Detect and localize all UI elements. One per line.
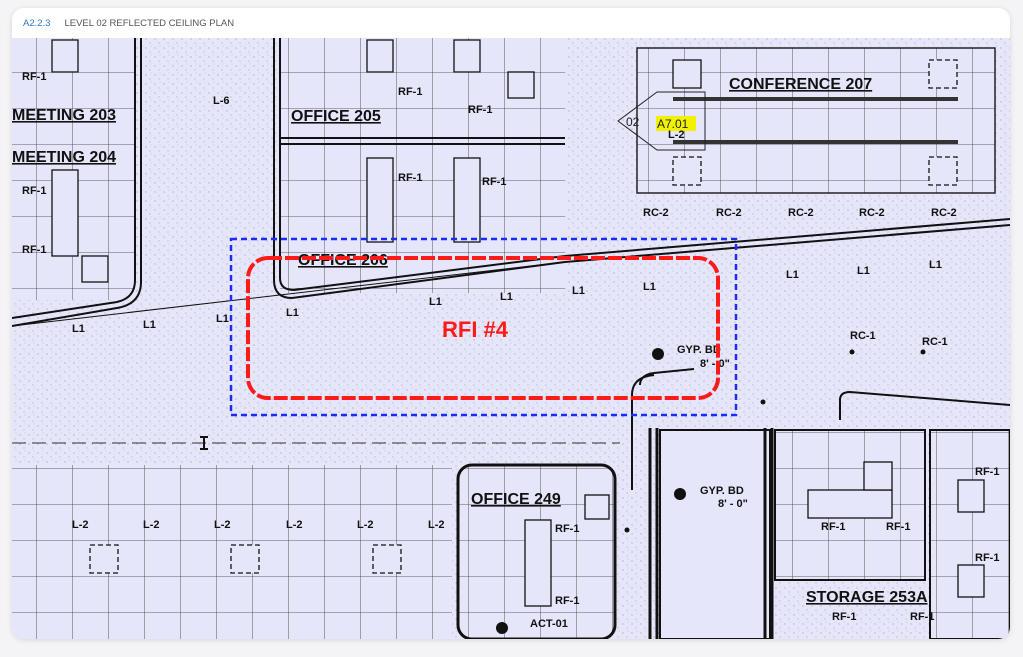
- room-label-meeting-203: MEETING 203: [12, 107, 116, 124]
- svg-text:RF-1: RF-1: [975, 466, 999, 478]
- svg-text:RF-1: RF-1: [886, 521, 910, 533]
- svg-text:8' - 0": 8' - 0": [718, 498, 748, 510]
- svg-text:L-2: L-2: [214, 519, 231, 531]
- ceiling-plan[interactable]: 02 A7.01 L-2 CONFERENCE 207 MEETING 203 …: [12, 38, 1010, 639]
- svg-text:L1: L1: [786, 269, 799, 281]
- svg-text:RF-1: RF-1: [832, 611, 856, 623]
- svg-text:L-2: L-2: [428, 519, 445, 531]
- svg-text:L1: L1: [429, 296, 442, 308]
- svg-text:L-2: L-2: [286, 519, 303, 531]
- sheet-header: A2.2.3 LEVEL 02 REFLECTED CEILING PLAN: [12, 8, 1010, 39]
- room-label-office-205: OFFICE 205: [291, 108, 381, 125]
- svg-text:L1: L1: [643, 281, 656, 293]
- svg-text:RF-1: RF-1: [910, 611, 934, 623]
- room-label-meeting-204: MEETING 204: [12, 149, 116, 166]
- svg-text:RC-2: RC-2: [716, 207, 742, 219]
- svg-text:RF-1: RF-1: [975, 552, 999, 564]
- svg-text:RF-1: RF-1: [468, 104, 492, 116]
- svg-text:L1: L1: [286, 307, 299, 319]
- svg-text:RF-1: RF-1: [22, 71, 46, 83]
- rfi-revision-cloud[interactable]: [246, 256, 720, 400]
- room-label-office-206: OFFICE 206: [298, 252, 388, 269]
- sheet-title: LEVEL 02 REFLECTED CEILING PLAN: [64, 17, 235, 29]
- svg-text:GYP. BD: GYP. BD: [677, 344, 721, 356]
- corridor-room: [659, 429, 771, 639]
- room-label-office-249: OFFICE 249: [471, 491, 561, 508]
- svg-text:L-2: L-2: [357, 519, 374, 531]
- svg-text:RF-1: RF-1: [555, 523, 579, 535]
- svg-text:RC-1: RC-1: [922, 336, 948, 348]
- svg-text:RF-1: RF-1: [22, 244, 46, 256]
- svg-text:RF-1: RF-1: [555, 595, 579, 607]
- linear-light: [673, 97, 958, 144]
- rfi-bounding-box[interactable]: [229, 237, 738, 417]
- svg-text:RC-1: RC-1: [850, 330, 876, 342]
- light-fixtures: [51, 39, 985, 607]
- svg-text:L-2: L-2: [72, 519, 89, 531]
- svg-text:L1: L1: [216, 313, 229, 325]
- room-label-conference-207: CONFERENCE 207: [729, 76, 872, 93]
- svg-text:L1: L1: [857, 265, 870, 277]
- svg-text:8' - 0": 8' - 0": [700, 358, 730, 370]
- highlight: [656, 116, 696, 131]
- walls: [12, 38, 1010, 639]
- svg-text:RF-1: RF-1: [821, 521, 845, 533]
- svg-text:L1: L1: [500, 291, 513, 303]
- svg-text:L-6: L-6: [213, 95, 230, 107]
- symbols: [496, 348, 926, 634]
- section-number: 02: [626, 115, 640, 129]
- rfi-label[interactable]: RFI #4: [442, 317, 509, 342]
- svg-text:L1: L1: [143, 319, 156, 331]
- svg-text:RF-1: RF-1: [398, 86, 422, 98]
- svg-text:ACT-01: ACT-01: [530, 618, 568, 630]
- svg-text:RF-1: RF-1: [398, 172, 422, 184]
- svg-text:L-2: L-2: [143, 519, 160, 531]
- section-reference-link[interactable]: A7.01: [657, 117, 689, 131]
- svg-text:RC-2: RC-2: [788, 207, 814, 219]
- svg-text:L1: L1: [572, 285, 585, 297]
- grid-marker: [200, 436, 208, 450]
- sheet-code[interactable]: A2.2.3: [23, 17, 51, 29]
- east-room: [929, 429, 1010, 639]
- section-marker: [617, 91, 706, 151]
- sheet-viewer: A2.2.3 LEVEL 02 REFLECTED CEILING PLAN: [12, 8, 1010, 639]
- svg-text:L1: L1: [929, 259, 942, 271]
- svg-text:RF-1: RF-1: [22, 185, 46, 197]
- fixture-tag: L-2: [668, 129, 685, 141]
- svg-text:L1: L1: [72, 323, 85, 335]
- svg-text:RC-2: RC-2: [931, 207, 957, 219]
- svg-text:RC-2: RC-2: [859, 207, 885, 219]
- svg-text:GYP. BD: GYP. BD: [700, 485, 744, 497]
- svg-text:RC-2: RC-2: [643, 207, 669, 219]
- drawing-canvas[interactable]: 02 A7.01 L-2 CONFERENCE 207 MEETING 203 …: [12, 38, 1010, 639]
- svg-text:RF-1: RF-1: [482, 176, 506, 188]
- room-label-storage-253a: STORAGE 253A: [806, 589, 928, 606]
